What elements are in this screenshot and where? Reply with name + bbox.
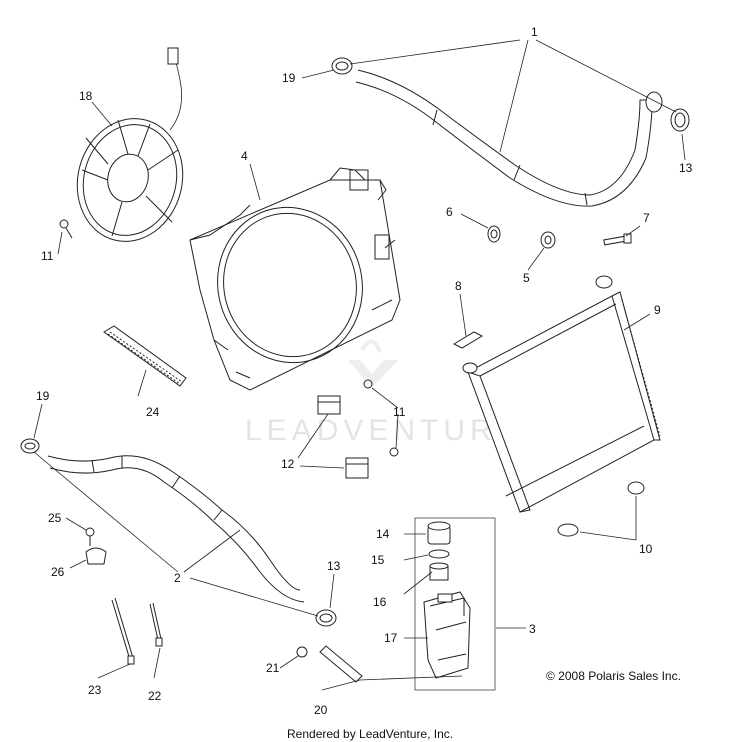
callout-1: 1: [531, 25, 538, 39]
callout-19-lower: 19: [36, 389, 50, 403]
hose-clamp-13-upper[interactable]: [670, 108, 690, 132]
hose-clamp-19-lower[interactable]: [20, 438, 40, 454]
seal-15[interactable]: [428, 549, 450, 559]
callout-20: 20: [314, 703, 328, 717]
mount-12a[interactable]: [317, 395, 341, 415]
upper-hose[interactable]: [355, 69, 663, 207]
callout-23: 23: [88, 683, 102, 697]
callout-7: 7: [643, 211, 650, 225]
callout-11-left: 11: [41, 249, 54, 263]
callout-24: 24: [146, 405, 160, 419]
callout-15: 15: [371, 553, 385, 567]
reservoir-assembly-box: [414, 517, 496, 691]
copyright-text: © 2008 Polaris Sales Inc.: [546, 669, 681, 683]
callout-11-right: 11: [393, 405, 406, 419]
cable-tie-23[interactable]: [111, 597, 135, 665]
callout-25: 25: [48, 511, 62, 525]
callout-18: 18: [79, 89, 93, 103]
callout-3: 3: [529, 622, 536, 636]
bracket-8[interactable]: [452, 331, 484, 349]
reservoir-17[interactable]: [423, 591, 471, 679]
callout-2: 2: [174, 571, 181, 585]
screw-25[interactable]: [85, 527, 95, 546]
mount-12b[interactable]: [345, 457, 369, 479]
callout-4: 4: [241, 149, 248, 163]
filter-16[interactable]: [429, 562, 449, 581]
hose-clamp-19-upper[interactable]: [331, 57, 353, 75]
grommet-6[interactable]: [487, 225, 501, 243]
fan-shroud[interactable]: [189, 167, 401, 391]
rendered-by-text: Rendered by LeadVenture, Inc.: [287, 727, 453, 741]
grommet-10b[interactable]: [557, 523, 579, 537]
watermark-text: LEADVENTURE: [245, 414, 522, 447]
clip-26[interactable]: [85, 547, 107, 565]
lower-hose[interactable]: [47, 455, 305, 603]
watermark: LEADVENTURE: [245, 339, 522, 447]
callout-10: 10: [639, 542, 653, 556]
callout-14: 14: [376, 527, 390, 541]
callout-5: 5: [523, 271, 530, 285]
callout-17: 17: [384, 631, 398, 645]
callout-26: 26: [51, 565, 65, 579]
cap-14[interactable]: [427, 521, 451, 545]
callout-19-upper: 19: [282, 71, 296, 85]
radiator[interactable]: [462, 275, 661, 513]
callout-8: 8: [455, 279, 462, 293]
callout-13-upper: 13: [679, 161, 693, 175]
clamp-21[interactable]: [296, 646, 308, 658]
callout-6: 6: [446, 205, 453, 219]
nut-11-right[interactable]: [363, 379, 399, 457]
callout-22: 22: [148, 689, 162, 703]
foam-seal[interactable]: [103, 325, 187, 387]
grommet-5[interactable]: [540, 231, 556, 249]
callout-12: 12: [281, 457, 295, 471]
leader-lines: [33, 39, 686, 691]
cooling-fan[interactable]: [64, 47, 197, 253]
cable-tie-22[interactable]: [149, 602, 163, 647]
overflow-hose-20[interactable]: [319, 645, 363, 683]
callout-16: 16: [373, 595, 387, 609]
callout-13-lower: 13: [327, 559, 341, 573]
screw-11-left[interactable]: [59, 219, 73, 239]
grommet-10a[interactable]: [627, 481, 645, 495]
callouts: 1 2 3 4 5 6 7 8 9 10 11 11 12 13 13 14 1…: [36, 25, 693, 717]
bolt-7[interactable]: [603, 233, 632, 246]
callout-9: 9: [654, 303, 661, 317]
callout-21: 21: [266, 661, 280, 675]
hose-clamp-13-lower[interactable]: [315, 609, 337, 627]
